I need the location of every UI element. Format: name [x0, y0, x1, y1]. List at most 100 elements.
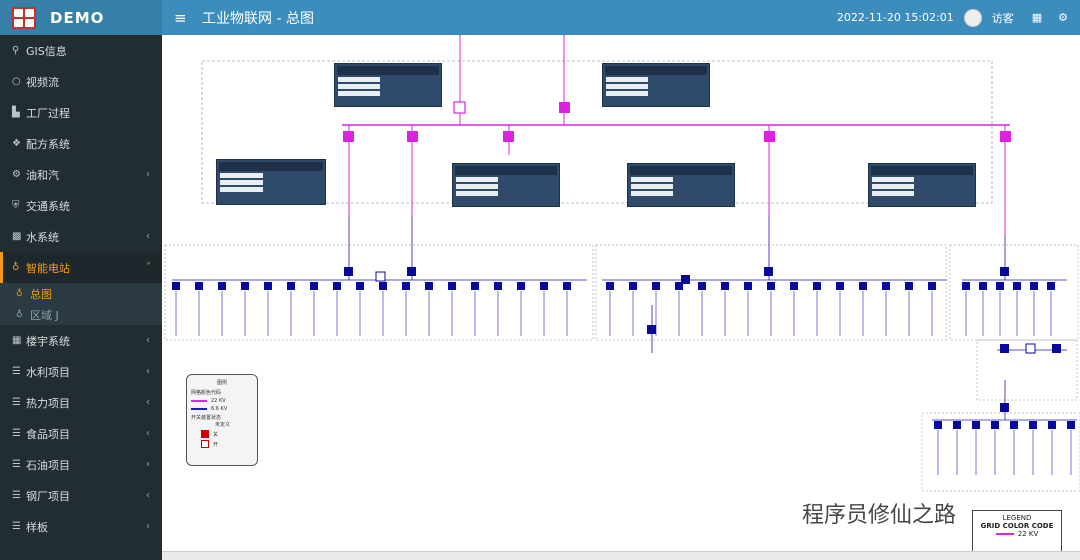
feeder-switch[interactable]	[517, 282, 525, 290]
feeder-switch[interactable]	[813, 282, 821, 290]
bottom-bar	[162, 551, 1080, 560]
sub-item-overview[interactable]: ♁总图	[16, 287, 52, 301]
sidebar-item-heat-project[interactable]: ☰热力项目‹	[0, 387, 162, 418]
sidebar-item-food-project[interactable]: ☰食品项目‹	[0, 418, 162, 449]
data-panel	[868, 163, 976, 207]
feeder-switch[interactable]	[494, 282, 502, 290]
feeder-switch[interactable]	[172, 282, 180, 290]
map-pin-icon: ⚲	[12, 45, 20, 56]
sidebar-item-oil-gas[interactable]: ⚙油和汽‹	[0, 159, 162, 190]
gcc-title: GRID COLOR CODE	[980, 522, 1054, 530]
feeder-switch[interactable]	[905, 282, 913, 290]
sub-item-zone-j[interactable]: ♁区域 J	[16, 308, 59, 322]
feeder-switch[interactable]	[859, 282, 867, 290]
feeder-switch[interactable]	[934, 421, 942, 429]
legend-title: 图例	[216, 380, 227, 386]
chevron-left-icon: ‹	[146, 231, 150, 242]
feeder-switch[interactable]	[356, 282, 364, 290]
sidebar-item-water-project[interactable]: ☰水利项目‹	[0, 356, 162, 387]
feeder-switch[interactable]	[1010, 421, 1018, 429]
map-icon: ▩	[12, 231, 22, 242]
sidebar-item-water[interactable]: ▩水系统‹	[0, 221, 162, 252]
feeder-switch[interactable]	[1047, 282, 1055, 290]
logo	[12, 6, 36, 29]
feeder-switch[interactable]	[448, 282, 456, 290]
feeder-switch[interactable]	[675, 282, 683, 290]
datetime: 2022-11-20 15:02:01	[836, 11, 954, 24]
chevron-left-icon: ‹	[146, 459, 150, 470]
bulb-icon: ♁	[16, 288, 23, 299]
feeder-switch[interactable]	[195, 282, 203, 290]
data-panel	[334, 63, 442, 107]
shield-icon: ⛨	[12, 200, 20, 211]
sidebar-item-recipe[interactable]: ❖配方系统	[12, 137, 70, 151]
legend: 图例 网格颜色代码 22 KV 6.6 KV 开关装置状态 未定义 关 开	[186, 374, 258, 466]
feeder-switch[interactable]	[882, 282, 890, 290]
feeder-switch[interactable]	[836, 282, 844, 290]
feeder-switch[interactable]	[991, 421, 999, 429]
feeder-switch[interactable]	[1048, 421, 1056, 429]
feeder-switch[interactable]	[333, 282, 341, 290]
chevron-left-icon: ‹	[146, 169, 150, 180]
single-line-diagram	[164, 35, 1080, 492]
feeder-switch[interactable]	[379, 282, 387, 290]
sidebar-item-template[interactable]: ☰样板‹	[0, 511, 162, 542]
feeder-switch[interactable]	[996, 282, 1004, 290]
feeder-switch[interactable]	[979, 282, 987, 290]
feeder-switch[interactable]	[402, 282, 410, 290]
legend-closed: 关	[213, 431, 219, 438]
sliders-icon: ☰	[12, 397, 21, 408]
data-panel	[216, 159, 326, 205]
feeder-switch[interactable]	[218, 282, 226, 290]
feeder-switch[interactable]	[698, 282, 706, 290]
grid-icon[interactable]: ▦	[1031, 11, 1043, 24]
brand-name: DEMO	[50, 8, 105, 27]
chevron-left-icon: ‹	[146, 397, 150, 408]
feeder-switch[interactable]	[1029, 421, 1037, 429]
feeder-switch[interactable]	[606, 282, 614, 290]
sidebar-item-factory[interactable]: ▙工厂过程	[12, 106, 70, 120]
feeder-switch[interactable]	[425, 282, 433, 290]
watermark: 程序员修仙之路	[802, 503, 957, 528]
chevron-left-icon: ‹	[146, 335, 150, 346]
bulb-icon: ♁	[16, 309, 23, 320]
feeder-switch[interactable]	[928, 282, 936, 290]
sidebar-item-video[interactable]: ○视频流	[12, 75, 59, 89]
user-name[interactable]: 访客	[991, 11, 1014, 25]
sidebar-item-oil-project[interactable]: ☰石油项目‹	[0, 449, 162, 480]
gear-icon[interactable]: ⚙	[1058, 11, 1068, 24]
feeder-switch[interactable]	[471, 282, 479, 290]
feeder-switch[interactable]	[241, 282, 249, 290]
sidebar-item-smart-power[interactable]: ♁智能电站˅	[0, 252, 162, 283]
feeder-switch[interactable]	[721, 282, 729, 290]
feeder-switch[interactable]	[972, 421, 980, 429]
feeder-switch[interactable]	[1013, 282, 1021, 290]
feeder-switch[interactable]	[287, 282, 295, 290]
sidebar-item-gis[interactable]: ⚲GIS信息	[12, 44, 67, 58]
feeder-switch[interactable]	[629, 282, 637, 290]
sidebar-item-traffic[interactable]: ⛨交通系统	[12, 199, 70, 213]
gcc-kv: 22 KV	[1017, 530, 1039, 538]
sidebar: ⚲GIS信息 ○视频流 ▙工厂过程 ❖配方系统 ⚙油和汽‹ ⛨交通系统 ▩水系统…	[0, 35, 162, 560]
feeder-switch[interactable]	[264, 282, 272, 290]
data-panel	[627, 163, 735, 207]
sliders-icon: ☰	[12, 521, 21, 532]
feeder-switch[interactable]	[790, 282, 798, 290]
feeder-switch[interactable]	[744, 282, 752, 290]
feeder-switch[interactable]	[310, 282, 318, 290]
feeder-switch[interactable]	[767, 282, 775, 290]
avatar[interactable]	[963, 8, 982, 27]
sidebar-item-building[interactable]: ▦楼宇系统‹	[0, 325, 162, 356]
chevron-left-icon: ‹	[146, 366, 150, 377]
feeder-switch[interactable]	[1030, 282, 1038, 290]
sidebar-item-steel-project[interactable]: ☰钢厂项目‹	[0, 480, 162, 511]
feeder-switch[interactable]	[652, 282, 660, 290]
hamburger-icon[interactable]: ≡	[174, 8, 187, 27]
chevron-left-icon: ‹	[146, 428, 150, 439]
feeder-switch[interactable]	[1067, 421, 1075, 429]
feeder-switch[interactable]	[953, 421, 961, 429]
feeder-switch[interactable]	[540, 282, 548, 290]
feeder-switch[interactable]	[962, 282, 970, 290]
brand-area[interactable]: DEMO	[0, 0, 162, 35]
feeder-switch[interactable]	[563, 282, 571, 290]
